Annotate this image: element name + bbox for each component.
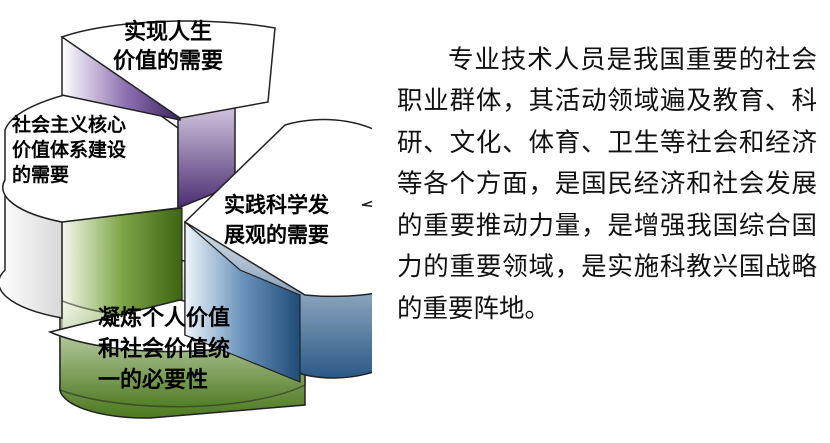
cylinder-graphic xyxy=(0,20,451,419)
description-paragraph: 专业技术人员是我国重要的社会职业群体，其活动领域遍及教育、科研、文化、体育、卫生… xyxy=(397,44,817,325)
segment-label-line: 和社会价值统 xyxy=(98,337,231,362)
segment-label-line: 实践科学发 xyxy=(224,193,329,217)
segment-label-line: 价值体系建设 xyxy=(12,139,127,161)
segment-label-line: 价值的需要 xyxy=(113,49,224,74)
segmented-cylinder-diagram: 实现人生 价值的需要 社会主义核心 价值体系建设 的需要 实践科学发 展观的需要… xyxy=(0,0,451,439)
segment-label-line: 一的必要性 xyxy=(98,368,209,393)
segment-label-top: 实现人生 价值的需要 xyxy=(113,18,223,76)
segment-label-right: 实践科学发 展观的需要 xyxy=(224,190,329,250)
segment-top-purple xyxy=(60,20,276,210)
segment-label-left: 社会主义核心 价值体系建设 的需要 xyxy=(12,113,126,188)
segment-label-bottom: 凝炼个人价值 和社会价值统 一的必要性 xyxy=(98,303,230,396)
segment-label-line: 的需要 xyxy=(12,164,70,186)
segment-label-line: 凝炼个人价值 xyxy=(98,306,231,331)
segment-left-white xyxy=(0,84,179,319)
segment-label-line: 实现人生 xyxy=(124,20,213,45)
segment-label-line: 展观的需要 xyxy=(224,223,329,247)
segment-label-line: 社会主义核心 xyxy=(12,114,127,136)
